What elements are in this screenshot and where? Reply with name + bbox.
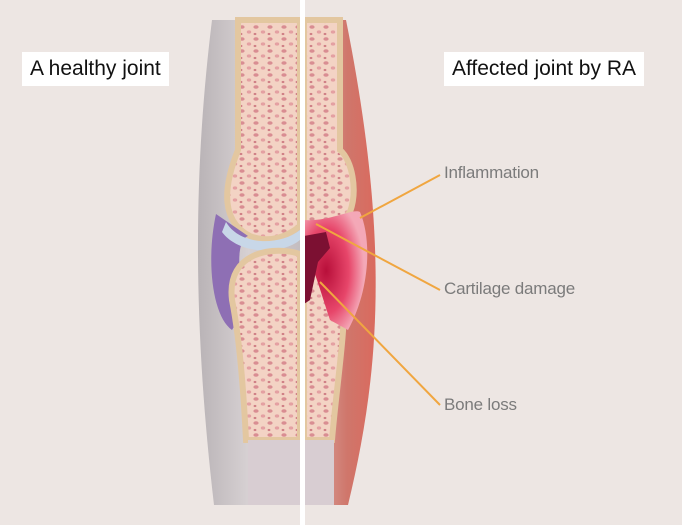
- lower-shaft: [248, 440, 300, 505]
- healthy-joint-label: A healthy joint: [22, 52, 169, 86]
- affected-joint-label: Affected joint by RA: [444, 52, 644, 86]
- lower-shaft-right: [304, 440, 334, 505]
- callout-inflammation: Inflammation: [444, 163, 539, 183]
- upper-bone: [227, 20, 300, 239]
- lower-bone: [232, 251, 300, 440]
- callout-bone-loss: Bone loss: [444, 395, 517, 415]
- callout-cartilage-damage: Cartilage damage: [444, 279, 575, 299]
- center-divider: [300, 0, 305, 525]
